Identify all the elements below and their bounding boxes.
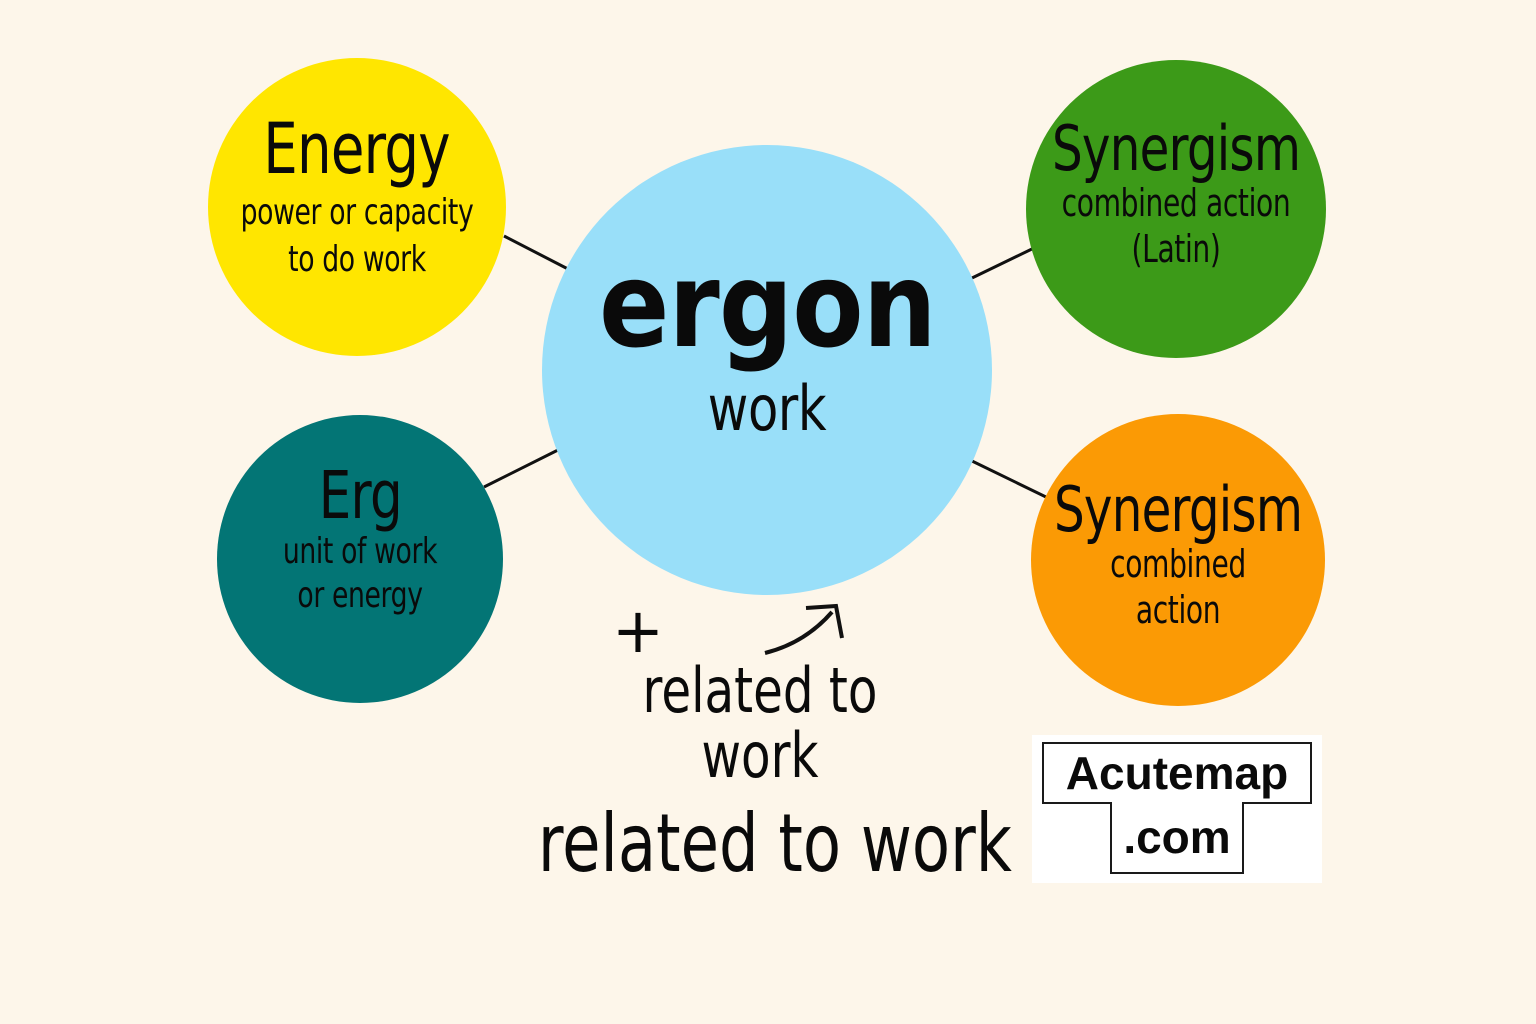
node-desc-line: power or capacity <box>240 191 474 233</box>
center-word: ergon <box>598 235 937 374</box>
node-title: Synergism <box>1053 472 1303 546</box>
related-line: work <box>701 719 819 793</box>
node-title: Synergism <box>1051 111 1301 185</box>
related-to-work-caption: related to work <box>470 800 1080 888</box>
caption-text: related to work <box>537 797 1013 890</box>
connector-erg <box>483 448 559 489</box>
curved-arrow-icon <box>764 603 844 655</box>
node-synergism-latin: Synergism combined action (Latin) <box>1026 60 1326 358</box>
acutemap-logo: Acutemap .com <box>1032 735 1322 883</box>
node-energy: Energy power or capacity to do work <box>208 58 506 356</box>
node-desc-line: (Latin) <box>1131 226 1221 271</box>
node-desc-line: combined <box>1110 541 1246 586</box>
node-title: Erg <box>318 457 402 535</box>
node-desc-line: action <box>1135 587 1221 632</box>
node-desc-line: combined action <box>1061 180 1291 225</box>
node-title: Energy <box>263 108 451 191</box>
connector-synergism-latin <box>971 246 1035 280</box>
connector-energy <box>503 234 569 271</box>
logo-line1: Acutemap <box>1042 742 1312 804</box>
center-meaning: work <box>707 371 827 445</box>
node-ergon-center: ergon work <box>542 145 992 595</box>
related-line: related to <box>642 654 878 727</box>
node-desc-line: or energy <box>297 574 423 616</box>
node-synergism: Synergism combined action <box>1031 414 1325 706</box>
node-desc-line: unit of work <box>282 531 438 573</box>
node-erg: Erg unit of work or energy <box>217 415 503 703</box>
logo-line2: .com <box>1110 802 1244 874</box>
node-desc-line: to do work <box>288 238 426 280</box>
plus-sign: + <box>612 594 664 667</box>
connector-synergism <box>971 459 1047 499</box>
related-to-work-stacked: related to work <box>600 658 920 788</box>
